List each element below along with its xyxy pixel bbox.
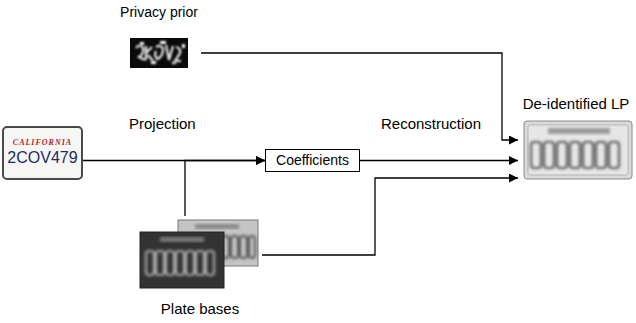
privacy-prior-image bbox=[130, 38, 188, 68]
image-panel: De-identified LP bbox=[518, 95, 634, 183]
deidentified-plate-image bbox=[524, 121, 632, 179]
edge-label: Reconstruction bbox=[380, 115, 482, 133]
connector-arrow bbox=[360, 160, 518, 161]
panel-caption: Plate bases bbox=[161, 300, 239, 318]
image-panel: Plate bases bbox=[138, 216, 262, 318]
edge-label: Projection bbox=[128, 115, 197, 133]
box-label: Coefficients bbox=[276, 152, 349, 169]
connector-arrow bbox=[185, 161, 265, 217]
plate-number: 2COV479 bbox=[7, 148, 77, 168]
image-panel: Privacy prior bbox=[117, 4, 201, 70]
connector-arrow bbox=[201, 53, 518, 140]
plate-state: CALIFORNIA bbox=[13, 138, 72, 148]
license-plate: CALIFORNIA2COV479 bbox=[2, 126, 83, 180]
panel-caption: Privacy prior bbox=[120, 4, 198, 21]
plate-bases-image bbox=[140, 220, 258, 288]
panel-caption: De-identified LP bbox=[523, 95, 630, 113]
connector-arrow bbox=[262, 178, 518, 255]
process-box: Coefficients bbox=[265, 149, 360, 172]
